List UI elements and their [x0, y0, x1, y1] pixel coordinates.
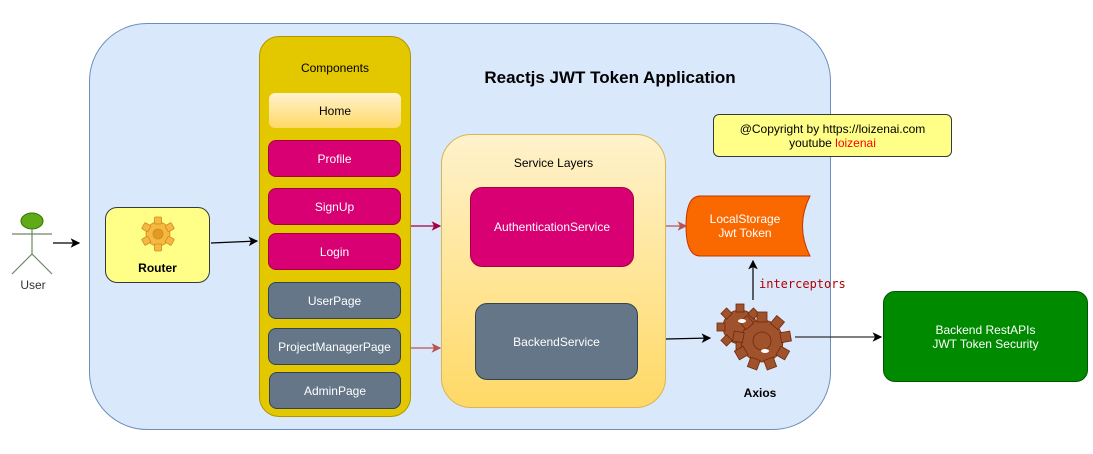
- axios-gears-icon: [716, 303, 792, 371]
- component-signup: SignUp: [268, 188, 401, 225]
- component-login: Login: [268, 233, 401, 270]
- arrow-router-components: [210, 236, 259, 247]
- interceptors-label: interceptors: [759, 277, 846, 291]
- component-userpage: UserPage: [268, 282, 401, 319]
- user-actor-icon: [11, 212, 53, 275]
- youtube-channel: loizenai: [835, 136, 876, 150]
- copyright-line2: youtube loizenai: [714, 136, 951, 150]
- component-profile: Profile: [268, 140, 401, 177]
- service-layers-title: Service Layers: [513, 156, 594, 170]
- router-label: Router: [138, 261, 177, 275]
- component-home: Home: [269, 93, 401, 128]
- local-storage-shape: [685, 195, 811, 257]
- component-adminpage: AdminPage: [269, 372, 401, 409]
- user-label: User: [20, 278, 46, 292]
- backend-api-line1: Backend RestAPIs: [935, 322, 1036, 337]
- local-storage-line2: Jwt Token: [718, 226, 772, 240]
- copyright-note: @Copyright by https://loizenai.com youtu…: [713, 114, 952, 157]
- backend-service-node: BackendService: [475, 303, 638, 380]
- authentication-service-node: AuthenticationService: [470, 187, 634, 267]
- backend-restapi-node: Backend RestAPIs JWT Token Security: [883, 291, 1088, 382]
- axios-label: Axios: [743, 386, 777, 400]
- local-storage-line1: LocalStorage: [709, 212, 781, 226]
- components-title: Components: [300, 61, 370, 75]
- backend-api-line2: JWT Token Security: [932, 336, 1039, 351]
- component-projectmanagerpage: ProjectManagerPage: [268, 328, 401, 365]
- diagram-title: Reactjs JWT Token Application: [484, 68, 736, 87]
- youtube-prefix: youtube: [789, 136, 836, 150]
- arrow-backend-axios: [665, 333, 712, 343]
- copyright-line1: @Copyright by https://loizenai.com: [739, 122, 926, 136]
- local-storage-label: LocalStorage Jwt Token: [690, 212, 800, 240]
